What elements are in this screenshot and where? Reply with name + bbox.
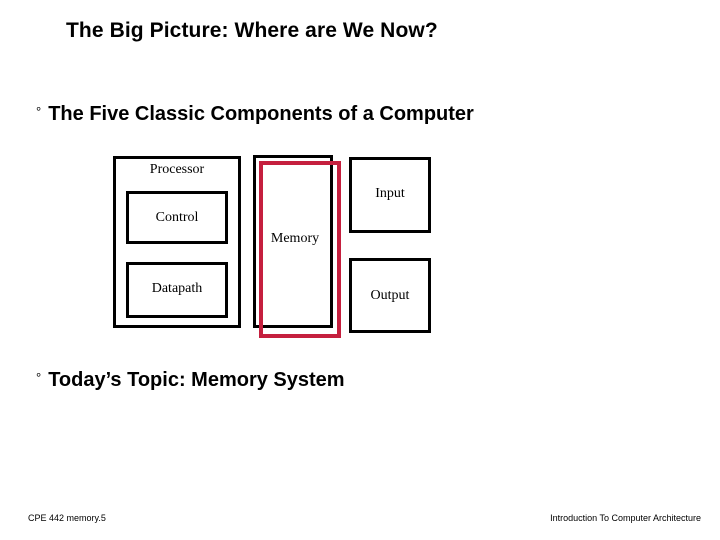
output-label: Output [370, 288, 410, 303]
input-box [349, 157, 431, 233]
bullet-item-todays-topic: ° Today’s Topic: Memory System [36, 370, 345, 390]
bullet-circle-icon: ° [36, 104, 42, 119]
processor-box [113, 156, 241, 328]
memory-label: Memory [270, 231, 320, 246]
control-label: Control [155, 210, 199, 225]
memory-box [253, 155, 333, 328]
control-box [126, 191, 228, 244]
page-title: The Big Picture: Where are We Now? [66, 19, 438, 42]
bullet-item-label: Today’s Topic: Memory System [48, 369, 345, 391]
footer-left-text: CPE 442 memory.5 [28, 513, 106, 523]
datapath-label: Datapath [151, 281, 203, 296]
input-label: Input [375, 186, 405, 201]
processor-label: Processor [149, 162, 205, 177]
footer-right-text: Introduction To Computer Architecture [550, 513, 701, 523]
memory-highlight-rectangle [259, 161, 341, 338]
datapath-box [126, 262, 228, 318]
output-box [349, 258, 431, 333]
bullet-circle-icon: ° [36, 370, 42, 385]
bullet-item-five-components: ° The Five Classic Components of a Compu… [36, 104, 474, 124]
bullet-item-label: The Five Classic Components of a Compute… [48, 103, 474, 125]
